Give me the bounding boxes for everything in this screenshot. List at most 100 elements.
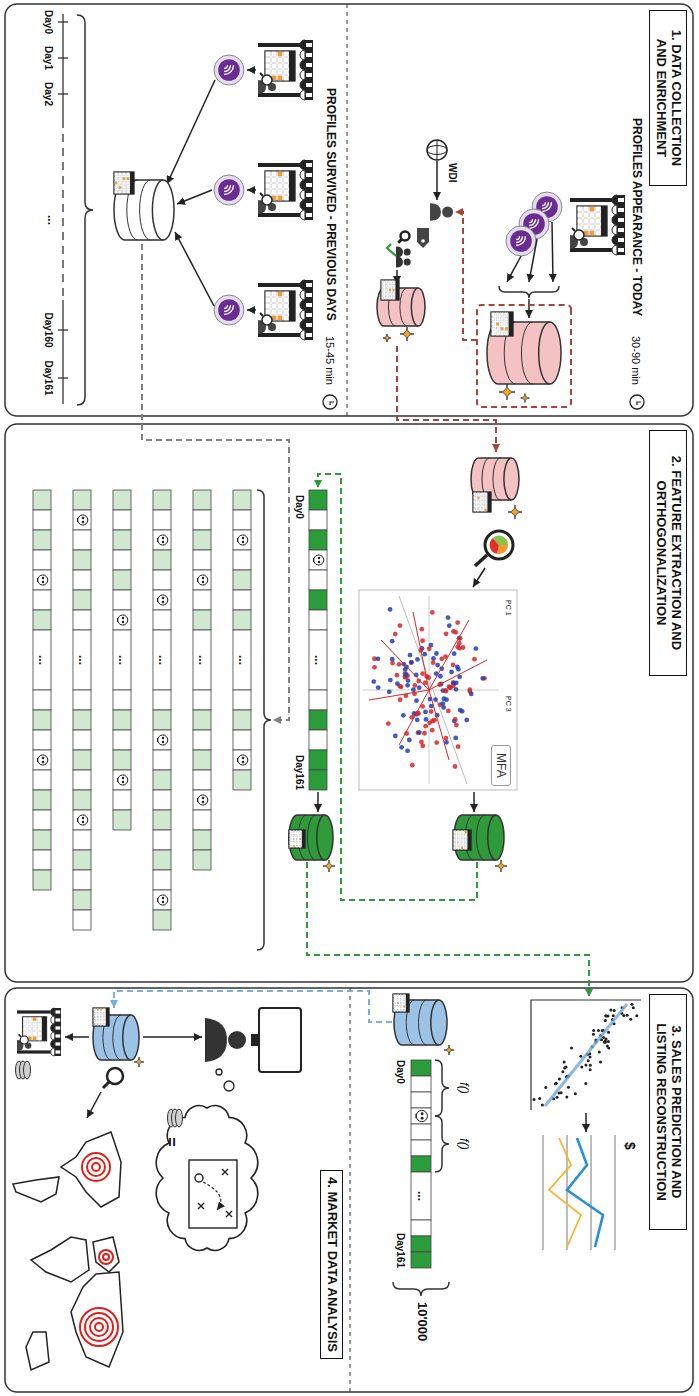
shop-icon (278, 58, 282, 62)
shop-icon (272, 178, 276, 182)
skull-icon (157, 898, 158, 902)
mfa-plot (447, 685, 452, 690)
scatter-plot (592, 1033, 595, 1036)
calendar-icon (505, 327, 508, 330)
shop-icon (612, 205, 617, 215)
timeline-cell (411, 1140, 431, 1156)
calendar-icon (93, 1008, 109, 1026)
timeline-cell (33, 730, 51, 750)
timeline-cell (411, 1124, 431, 1140)
timeline-cell (153, 710, 171, 730)
day-label: Day0 (294, 495, 305, 519)
section-heading: PROFILES SURVIVED - PREVIOUS DAYS (324, 88, 337, 321)
calendar-icon (394, 1006, 396, 1008)
section-title: 4. MARKET DATA ANALYSIS (320, 1170, 343, 1359)
calendar-icon (457, 839, 459, 841)
shop-icon (618, 198, 624, 202)
ellipsis: ... (235, 655, 248, 665)
timeline-cell (193, 510, 211, 530)
skull-icon (158, 595, 168, 605)
calendar-icon (403, 995, 405, 997)
shop-icon (284, 184, 288, 188)
shop-icon (17, 1010, 51, 1013)
shop-icon (55, 1026, 60, 1029)
panel-frame (5, 424, 693, 982)
sparkle-icon (499, 384, 515, 400)
calendar-icon (299, 834, 301, 836)
timeline-cell (73, 830, 91, 850)
timeline-cell (33, 790, 51, 810)
globe-icon (437, 140, 438, 160)
calendar-icon (100, 1020, 102, 1022)
database-icon (431, 1000, 447, 1045)
shop-icon (17, 1050, 51, 1053)
mfa-plot (423, 710, 428, 715)
shop-icon (612, 235, 617, 245)
timeline-cell (233, 690, 251, 710)
shop-icon (618, 228, 624, 232)
shop-icon (20, 1036, 28, 1044)
timeline-cell (309, 530, 327, 550)
shop-icon (306, 83, 312, 87)
skull-icon (42, 581, 45, 584)
shop-icon (278, 316, 282, 320)
calendar-icon (115, 173, 117, 176)
chart-magnifier (475, 555, 487, 566)
scatter-plot (567, 1086, 570, 1089)
shop-icon (572, 228, 575, 231)
timeline-cell (113, 710, 131, 730)
timeline-cell (73, 550, 91, 570)
strategy-board (222, 1169, 228, 1175)
day-label: Day161 (43, 360, 54, 395)
mfa-plot (369, 690, 429, 700)
mfa-plot (411, 687, 416, 692)
mfa-plot (403, 667, 408, 672)
calendar-icon (400, 1002, 402, 1004)
timeline-cell (113, 730, 131, 750)
calendar-icon (115, 182, 117, 185)
shop-icon (23, 1032, 27, 1036)
curly-brace (435, 1116, 449, 1172)
database-icon (411, 288, 425, 326)
scatter-plot (531, 1000, 641, 1110)
mfa-plot (401, 713, 406, 718)
ellipsis: ... (35, 655, 48, 665)
shop-icon (23, 1027, 27, 1031)
database-icon (493, 458, 501, 500)
flow-arrow (473, 568, 485, 587)
timeline-cell (113, 790, 131, 810)
calendar-icon (492, 327, 495, 330)
calendar-icon (299, 831, 301, 833)
calendar-icon (457, 843, 459, 845)
calendar-icon (492, 313, 495, 316)
calendar-icon (100, 1009, 102, 1011)
shop-icon (306, 43, 312, 47)
calendar-icon (119, 173, 121, 176)
calendar-icon (501, 327, 504, 330)
shop-icon (33, 1017, 37, 1021)
skull-icon (157, 738, 158, 742)
scatter-plot (589, 1068, 592, 1071)
flow-arrow (247, 69, 256, 71)
timeline-cell (411, 1172, 431, 1220)
timeline-cell (193, 550, 211, 570)
calendar-icon (492, 318, 495, 321)
timeline-cell (73, 850, 91, 870)
scraper-icon (510, 230, 532, 252)
skull-icon (415, 1114, 416, 1118)
shop-icon (618, 218, 624, 222)
calendar-icon (477, 497, 479, 499)
shop-icon (584, 225, 588, 229)
shop-icon (284, 64, 288, 68)
mfa-plot (394, 673, 399, 678)
panel-divider (350, 988, 351, 1392)
ellipsis: ... (75, 655, 88, 665)
shop-icon (33, 1022, 37, 1026)
sparkle-icon (323, 860, 335, 872)
calendar-icon (403, 1002, 405, 1004)
shop-icon (570, 198, 612, 202)
calendar-icon (94, 1016, 96, 1018)
shop-icon (266, 292, 270, 296)
magnifier-icon (401, 232, 410, 241)
timeline-cell (309, 590, 327, 610)
